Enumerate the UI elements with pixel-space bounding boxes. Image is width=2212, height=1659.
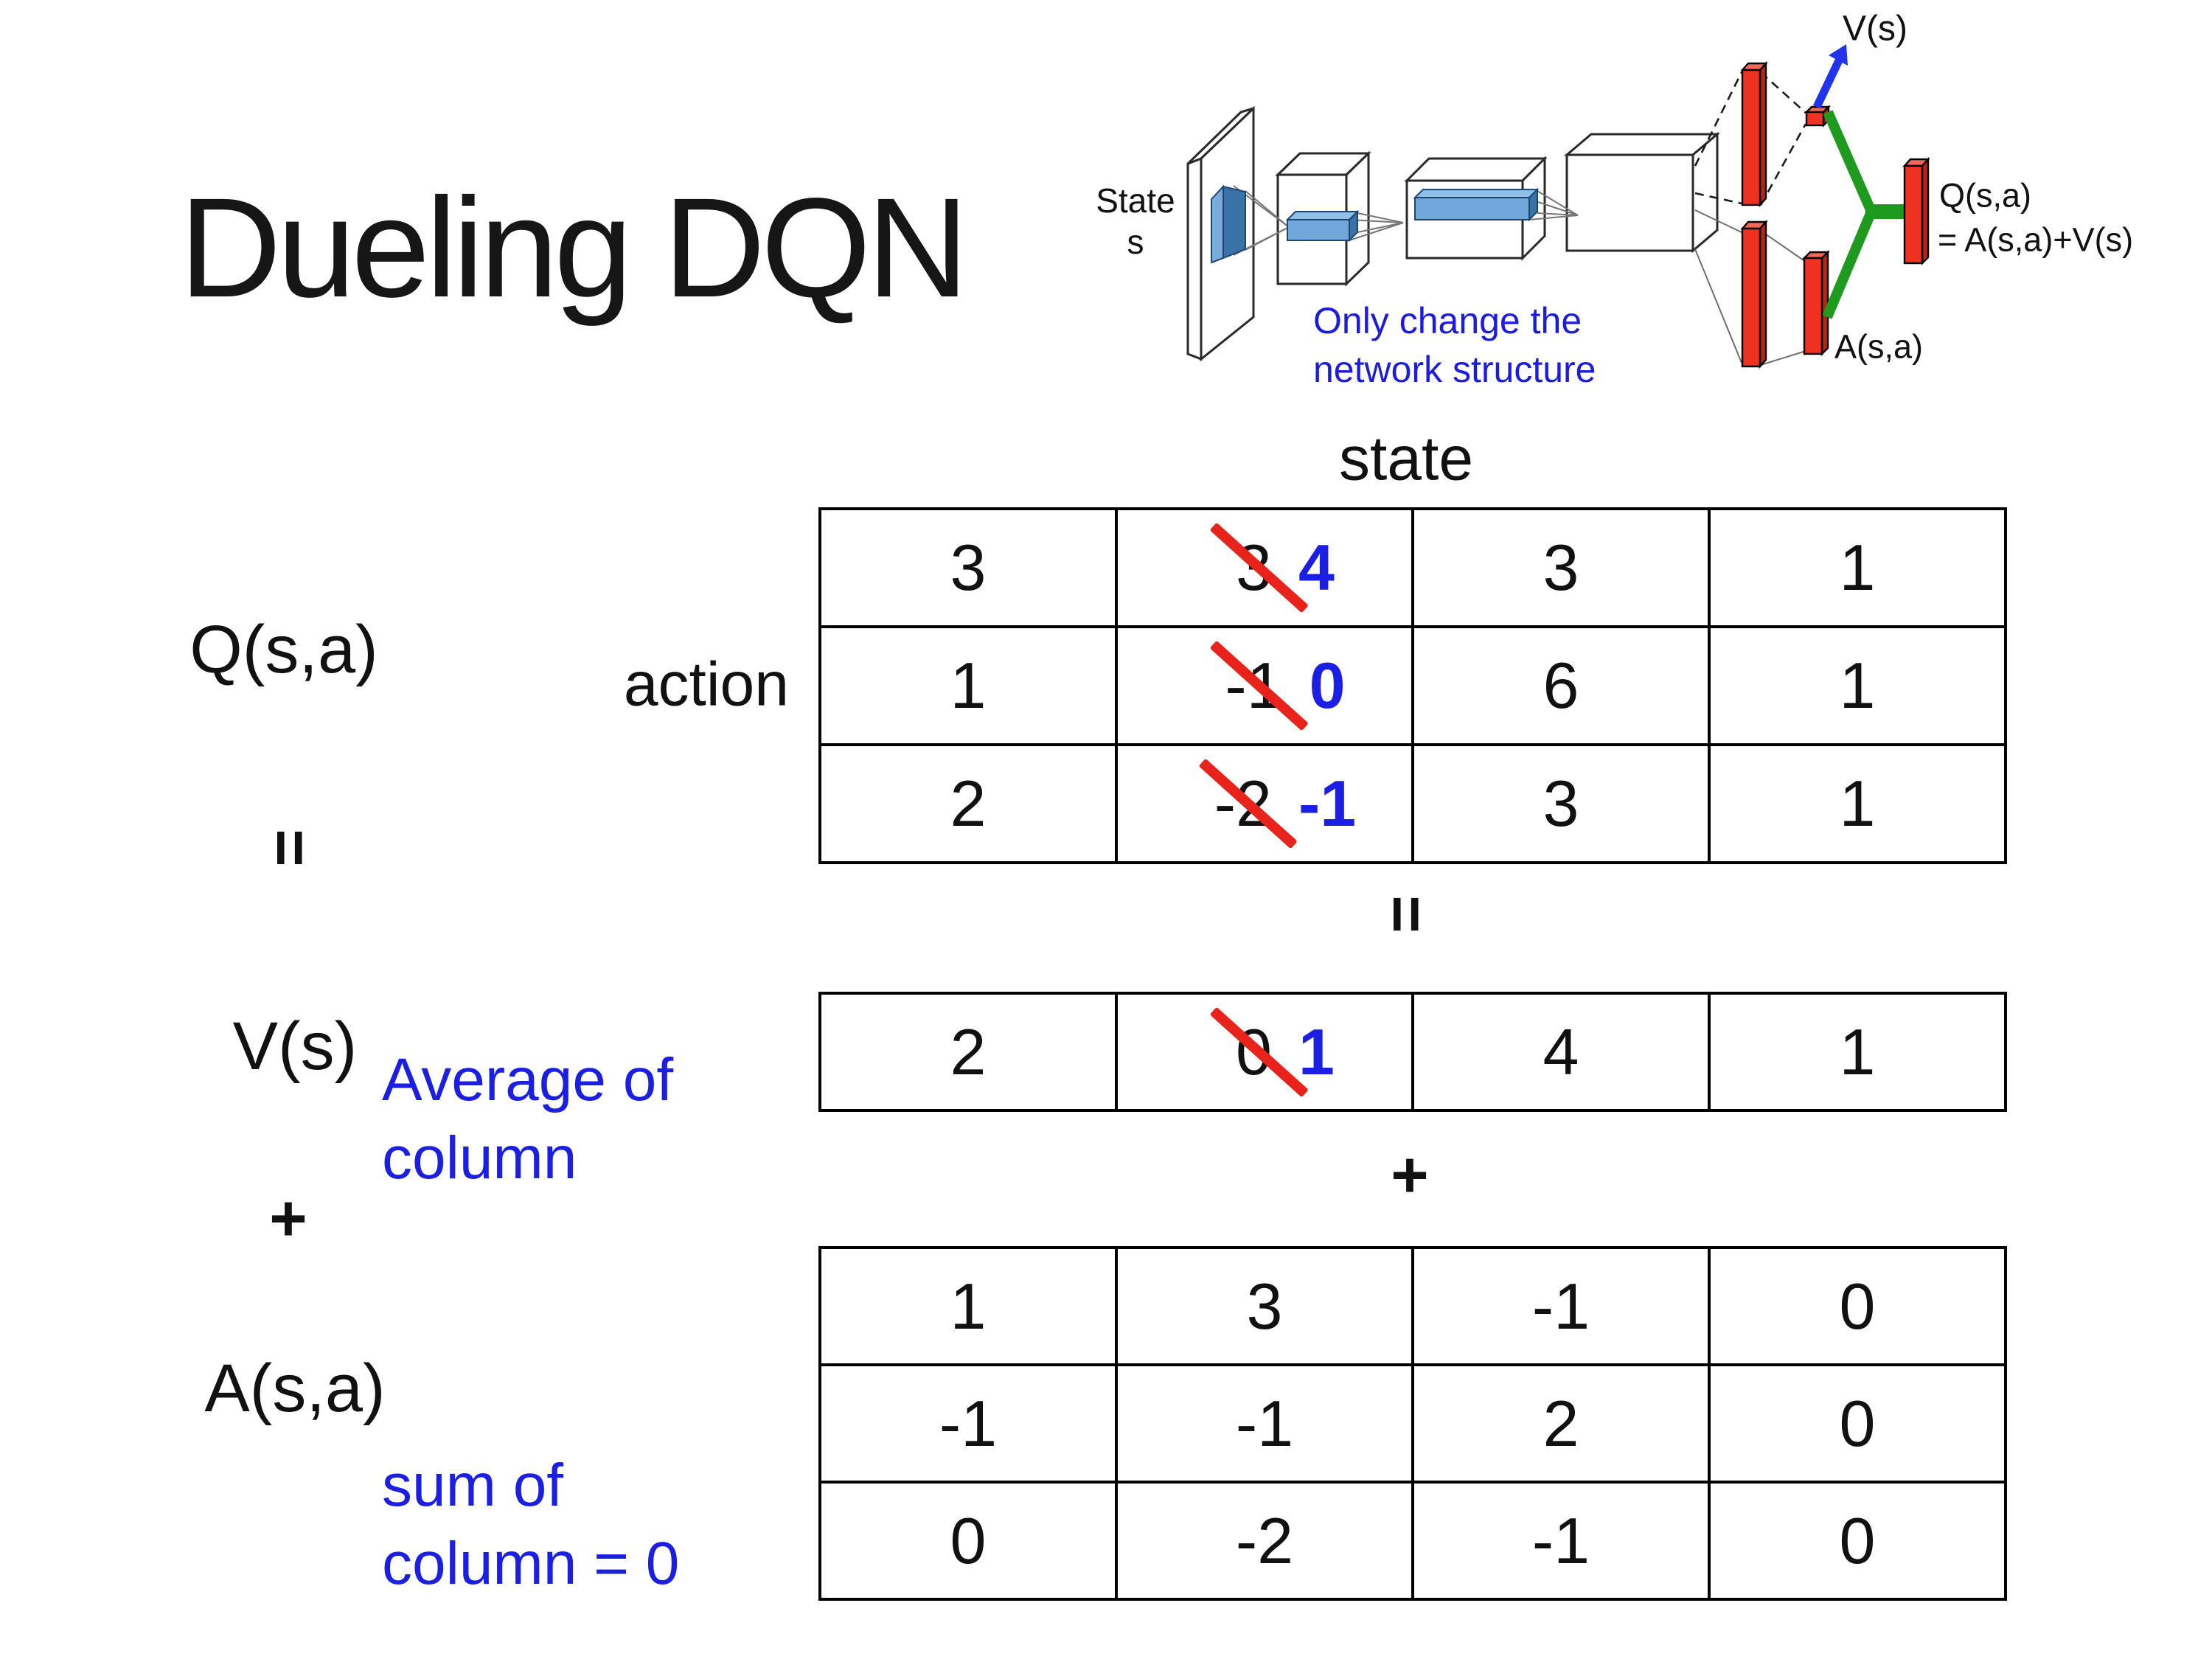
a-cell: 0 — [1708, 1363, 2007, 1484]
stream-split-lines — [1694, 72, 1807, 366]
v-table-row: 2 0 1 4 1 — [818, 992, 2007, 1112]
state-axis-label: state — [1338, 423, 1474, 493]
q-table-row: 3 3 4 3 1 — [818, 507, 2007, 628]
plus-sign-left: + — [269, 1181, 307, 1255]
old-value: -2 — [1198, 758, 1298, 849]
v-table: 2 0 1 4 1 — [818, 992, 2007, 1112]
q-cell: 2 — [818, 743, 1118, 864]
old-value: 0 — [1209, 1006, 1309, 1097]
new-value: -1 — [1298, 767, 1357, 840]
sum-of-column-note: sum of column = 0 — [382, 1452, 680, 1597]
equals-sign-left: = — [254, 829, 327, 867]
action-axis-label: action — [623, 649, 789, 719]
a-cell: -1 — [1115, 1363, 1414, 1484]
q-term-label: Q(s,a) — [189, 612, 378, 688]
q-cell: 3 — [1411, 743, 1711, 864]
q-table-row: 2 -2 -1 3 1 — [818, 743, 2007, 864]
average-of-column-note: Average of column — [382, 1046, 674, 1192]
a-cell: 2 — [1411, 1363, 1711, 1484]
network-structure-note: Only change the network structure — [1313, 300, 1596, 390]
page-title: Dueling DQN — [179, 168, 969, 327]
q-table: 3 3 4 3 1 1 -1 0 6 1 2 — [818, 507, 2007, 864]
a-cell: 0 — [1708, 1246, 2007, 1366]
q-output-bar — [1902, 156, 1930, 265]
q-cell: 6 — [1411, 625, 1711, 746]
equals-sign-middle: = — [1370, 895, 1444, 933]
q-output-label: Q(s,a) — [1939, 176, 2032, 215]
q-output-formula: = A(s,a)+V(s) — [1938, 220, 2134, 259]
feature-slab-2 — [1413, 187, 1540, 222]
feature-slab-1 — [1285, 209, 1360, 243]
v-term-label: V(s) — [232, 1009, 358, 1085]
v-cell: 1 — [1708, 992, 2007, 1112]
q-cell: 1 — [1708, 507, 2007, 628]
a-cell: -1 — [1411, 1481, 1711, 1601]
state-input-label: State s — [1096, 181, 1175, 261]
q-table-row: 1 -1 0 6 1 — [818, 625, 2007, 746]
q-cell: 3 — [1411, 507, 1711, 628]
q-cell: 3 — [818, 507, 1118, 628]
a-output-label: A(s,a) — [1834, 327, 1924, 366]
a-cell: 0 — [818, 1481, 1118, 1601]
a-cell: -1 — [1411, 1246, 1711, 1366]
q-cell: 1 — [818, 625, 1118, 746]
a-table: 1 3 -1 0 -1 -1 2 0 0 -2 -1 0 — [818, 1246, 2007, 1601]
new-value: 1 — [1298, 1015, 1335, 1088]
advantage-stream-bar — [1740, 219, 1768, 369]
a-cell: 3 — [1115, 1246, 1414, 1366]
a-cell: 0 — [1708, 1481, 2007, 1601]
a-table-row: 0 -2 -1 0 — [818, 1481, 2007, 1601]
q-cell-changed: -1 0 — [1115, 625, 1414, 746]
q-cell-changed: -2 -1 — [1115, 743, 1414, 864]
value-stream-bar — [1740, 60, 1768, 208]
conv-filter-wedge — [1211, 184, 1246, 264]
new-value: 0 — [1309, 649, 1346, 722]
a-term-label: A(s,a) — [204, 1351, 386, 1427]
q-cell: 1 — [1708, 625, 2007, 746]
q-cell: 1 — [1708, 743, 2007, 864]
new-value: 4 — [1298, 531, 1335, 604]
v-output-arrow — [1813, 44, 1848, 109]
v-cell-changed: 0 1 — [1115, 992, 1414, 1112]
q-cell-changed: 3 4 — [1115, 507, 1414, 628]
old-value: 3 — [1209, 522, 1309, 613]
network-diagram-canvas — [1186, 44, 1930, 369]
a-cell: 1 — [818, 1246, 1118, 1366]
plus-sign-middle: + — [1391, 1138, 1429, 1211]
fc-box — [1563, 131, 1721, 254]
merge-connector — [1822, 110, 1907, 319]
a-table-row: 1 3 -1 0 — [818, 1246, 2007, 1366]
a-cell: -2 — [1115, 1481, 1414, 1601]
a-vector-bar — [1802, 250, 1830, 356]
v-output-label: V(s) — [1843, 9, 1907, 49]
a-cell: -1 — [818, 1363, 1118, 1484]
old-value: -1 — [1209, 640, 1309, 731]
v-cell: 2 — [818, 992, 1118, 1112]
v-cell: 4 — [1411, 992, 1711, 1112]
a-table-row: -1 -1 2 0 — [818, 1363, 2007, 1484]
